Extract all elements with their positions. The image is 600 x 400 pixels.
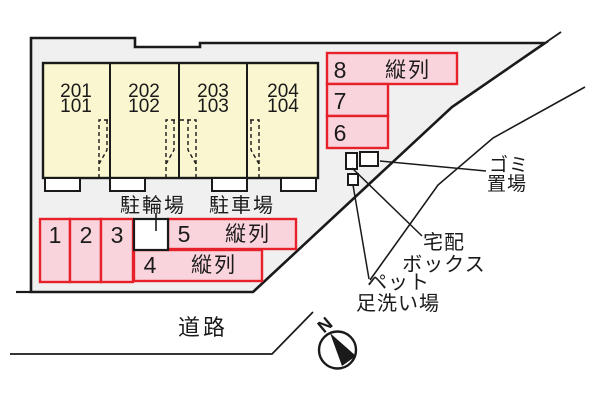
unit-2-lower-label: 102 (128, 96, 160, 117)
parking-space-4-number: 4 (144, 252, 157, 278)
compass-needle-icon (330, 333, 356, 366)
pet-wash-label-line2: 足洗い場 (356, 292, 440, 315)
unit-3: 203 103 (197, 81, 229, 117)
parking-space-3-number: 3 (111, 222, 124, 248)
unit-1-upper-label: 201 (60, 81, 92, 102)
pet-wash-pointer-line (352, 184, 370, 280)
unit-4-upper-label: 204 (267, 81, 299, 102)
parking-space-2-number: 2 (80, 222, 93, 248)
parking-space-2 (68, 217, 103, 284)
bicycle-parking-label: 駐輪場 (120, 194, 186, 217)
pet-wash-label-line1: ペット (367, 272, 430, 294)
parking-space-5-number: 5 (178, 221, 191, 247)
delivery-label-line2: ボックス (402, 253, 485, 276)
parking-space-7 (325, 82, 390, 118)
parking-space-1-number: 1 (49, 222, 62, 248)
porch (211, 177, 248, 192)
unit-2: 202 102 (128, 81, 160, 117)
stair-icon (179, 119, 197, 178)
garbage-label-line2: 置場 (487, 173, 527, 195)
pet-wash-symbol (347, 173, 359, 186)
parking-right-column: 8 縦列 7 6 (325, 51, 459, 150)
unit-1: 201 101 (60, 81, 92, 117)
parking-space-6-number: 6 (334, 120, 347, 146)
porch (280, 177, 317, 192)
parking-bottom-row: 1 2 3 5 縦列 4 縦列 (38, 217, 298, 284)
porch (44, 177, 81, 192)
parking-space-5-tandem-label: 縦列 (225, 223, 271, 246)
garbage-area-label: ゴミ 置場 (487, 154, 529, 195)
parking-space-7-number: 7 (334, 88, 347, 114)
bicycle-parking-box (132, 217, 170, 252)
parking-space-8-tandem-label: 縦列 (385, 59, 431, 82)
parking-space-4-tandem-label: 縦列 (191, 254, 237, 277)
parking-space-6 (325, 114, 390, 150)
adjacent-boundary-line (369, 86, 586, 281)
pet-wash-label: ペット 足洗い場 (356, 272, 440, 315)
stair-icon (247, 119, 260, 178)
road-label: 道路 (178, 315, 228, 340)
unit-4-lower-label: 104 (267, 96, 299, 117)
unit-4: 204 104 (267, 81, 299, 117)
unit-3-lower-label: 103 (197, 96, 229, 117)
parking-space-8 (325, 51, 459, 86)
road-edge-line (10, 311, 314, 355)
entrance-porches (44, 177, 317, 192)
garbage-area-symbol (359, 151, 379, 167)
parking-space-1 (38, 217, 72, 284)
unit-3-upper-label: 203 (197, 81, 229, 102)
parking-space-8-number: 8 (334, 57, 347, 83)
staircase-symbols (98, 119, 260, 178)
delivery-box-label: 宅配 ボックス (402, 231, 485, 276)
porch (109, 177, 146, 192)
compass-circle-icon (317, 330, 358, 370)
stair-icon (98, 119, 110, 178)
car-parking-label: 駐車場 (209, 194, 275, 217)
boundary-tick-top-right (544, 31, 562, 44)
parking-space-4 (132, 248, 264, 283)
unit-2-upper-label: 202 (128, 81, 160, 102)
delivery-label-line1: 宅配 (423, 231, 465, 254)
delivery-pointer-line (351, 167, 423, 237)
unit-1-lower-label: 101 (60, 96, 92, 117)
delivery-box-symbol (345, 152, 358, 170)
stair-icon (165, 119, 179, 178)
garbage-label-line1: ゴミ (489, 154, 529, 176)
garbage-pointer-line (379, 160, 487, 172)
